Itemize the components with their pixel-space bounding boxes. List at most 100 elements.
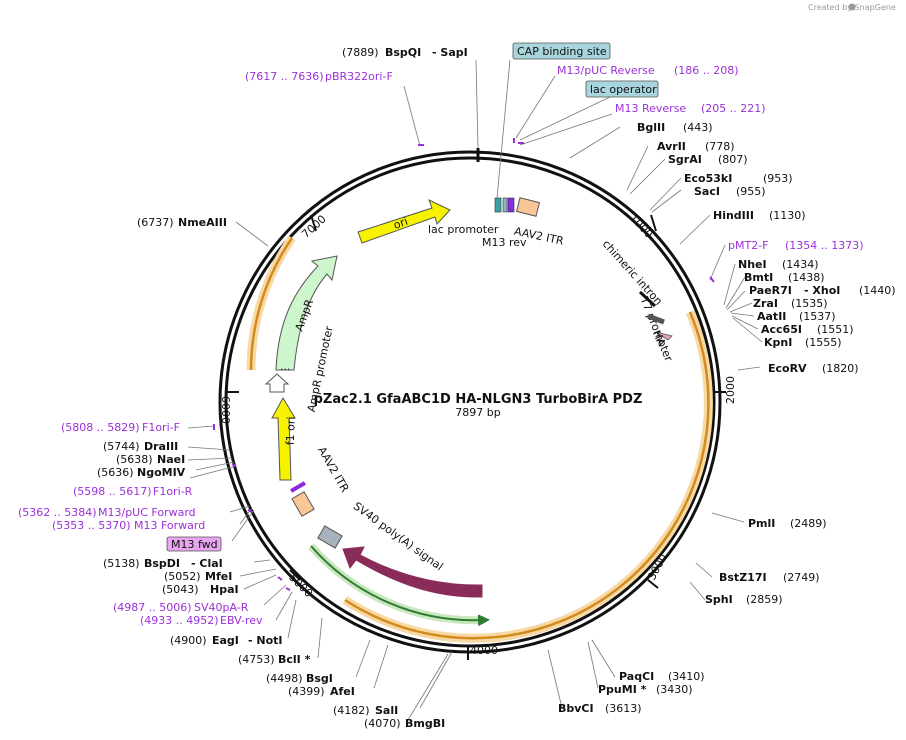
bstz17i-name: BstZ17I [719,571,767,584]
sphi-pos: (2859) [746,593,783,606]
m13puc-fwd-pos: (5362 .. 5384) [18,506,97,519]
ori-feature: ori [357,199,451,244]
cap-site-box [512,42,611,60]
m13puc-rev-name: M13/pUC Reverse [557,64,655,77]
bmgbi-pos: (4070) [364,717,401,730]
ebv-name: EBV-rev [220,614,263,627]
nhei-pos: (1434) [782,258,819,271]
avrii-name: AvrII [657,140,686,153]
bbvci-pos: (3613) [605,702,642,715]
bsgi-pos: (4498) [266,672,303,685]
plasmid-name: pZac2.1 GfaABC1D HA-NLGN3 TurboBirA PDZ [314,392,643,407]
ngomiv-name: NgoMIV [137,466,186,479]
plasmid-size: 7897 bp [455,406,500,419]
m13-reverse-name: M13 Reverse [615,102,686,115]
ampr-ellipsis: ... [280,360,291,373]
eagi-pos: (4900) [170,634,207,647]
f1r-name: F1ori-R [153,485,193,498]
ampr-promoter-arrow [264,373,290,393]
saci-pos: (955) [736,185,766,198]
bglii-name: BglII [637,121,665,134]
f1ori-feature: f1 ori [271,396,298,481]
pmli-name: PmlI [748,517,775,530]
ori-label: ori [392,215,410,232]
nmeaiii-name: NmeAIII [178,216,227,229]
bspdi-pos: (5138) [103,557,140,570]
afei-pos: (4399) [288,685,325,698]
aatii-name: AatII [757,310,786,323]
hindiii-name: HindIII [713,209,754,222]
sv40-box [317,525,343,549]
ha-marker [655,331,673,341]
primer-marks [213,138,715,591]
m13-reverse-pos: (205 .. 221) [701,102,766,115]
eagi-name: EagI [212,634,239,647]
intron-marker [638,290,657,308]
bmti-name: BmtI [744,271,773,284]
turboid-feature: TurboID [342,546,483,604]
snapgene-logo: Created by SnapGene [808,3,896,12]
aav-region-arcs [246,235,713,643]
acc65i-name: Acc65I [761,323,802,336]
sali-pos: (4182) [333,704,370,717]
m13puc-rev-pos: (186 .. 208) [674,64,739,77]
draiii-name: DraIII [144,440,178,453]
ngomiv-pos: (5636) [97,466,134,479]
clai-name: - ClaI [191,557,223,570]
hpai-pos: (5043) [162,583,199,596]
m13-fwd-box [166,536,222,552]
ecorv-pos: (1820) [822,362,859,375]
lac-promoter-label: lac promoter [428,223,499,236]
ebv-pos: (4933 .. 4952) [140,614,219,627]
m13puc-fwd-name: M13/pUC Forward [98,506,196,519]
lac-operator-box [585,80,659,98]
paqci-name: PaqCI [619,670,654,683]
pmt2-name: pMT2-F [728,239,769,252]
xhoi-name: - XhoI [804,284,840,297]
eco53ki-name: Eco53kI [684,172,732,185]
aatii-pos: (1537) [799,310,836,323]
kpni-name: KpnI [764,336,792,349]
tick-label-4000: 4000 [470,644,498,657]
itr-left-primer [290,481,306,493]
nhei-name: NheI [738,258,767,271]
lac-operator-label: lac operator [590,83,657,96]
itr-left-box [291,491,315,517]
m13-rev-label: M13 rev [482,236,527,249]
ppumi-name: PpuMI * [598,683,647,696]
hindiii-pos: (1130) [769,209,806,222]
pbr-name: pBR322ori-F [325,70,393,83]
bglii-pos: (443) [683,121,713,134]
bspdi-name: BspDI [144,557,180,570]
saci-name: SacI [694,185,720,198]
lac-features [494,197,541,217]
intron-label: chimeric intron [600,237,665,307]
bcli-name: BclI * [278,653,311,666]
f1ori-label: f1 ori [284,416,298,445]
ha-label: HA [650,329,668,349]
ppumi-pos: (3430) [656,683,693,696]
f1f-name: F1ori-F [142,421,180,434]
sapi-name: - SapI [432,46,468,59]
bmgbi-name: BmgBI [405,717,445,730]
sgrai-name: SgrAI [668,153,702,166]
leader-lines [187,59,763,721]
tick-label-2000: 2000 [724,376,737,404]
pmt2-pos: (1354 .. 1373) [785,239,864,252]
nmeaiii-pos: (6737) [137,216,174,229]
sphi-name: SphI [705,593,733,606]
m13fwd-name: M13 Forward [134,519,205,532]
m13-fwd-label: M13 fwd [171,538,218,551]
bspqi-pos: (7889) [342,46,379,59]
naei-pos: (5638) [116,453,153,466]
mfei-pos: (5052) [164,570,201,583]
draiii-pos: (5744) [103,440,140,453]
bcli-pos: (4753) [238,653,275,666]
mfei-name: MfeI [205,570,232,583]
insert-arc-line [310,545,490,627]
sali-name: SalI [375,704,398,717]
f1f-pos: (5808 .. 5829) [61,421,140,434]
kpni-pos: (1555) [805,336,842,349]
sgrai-pos: (807) [718,153,748,166]
